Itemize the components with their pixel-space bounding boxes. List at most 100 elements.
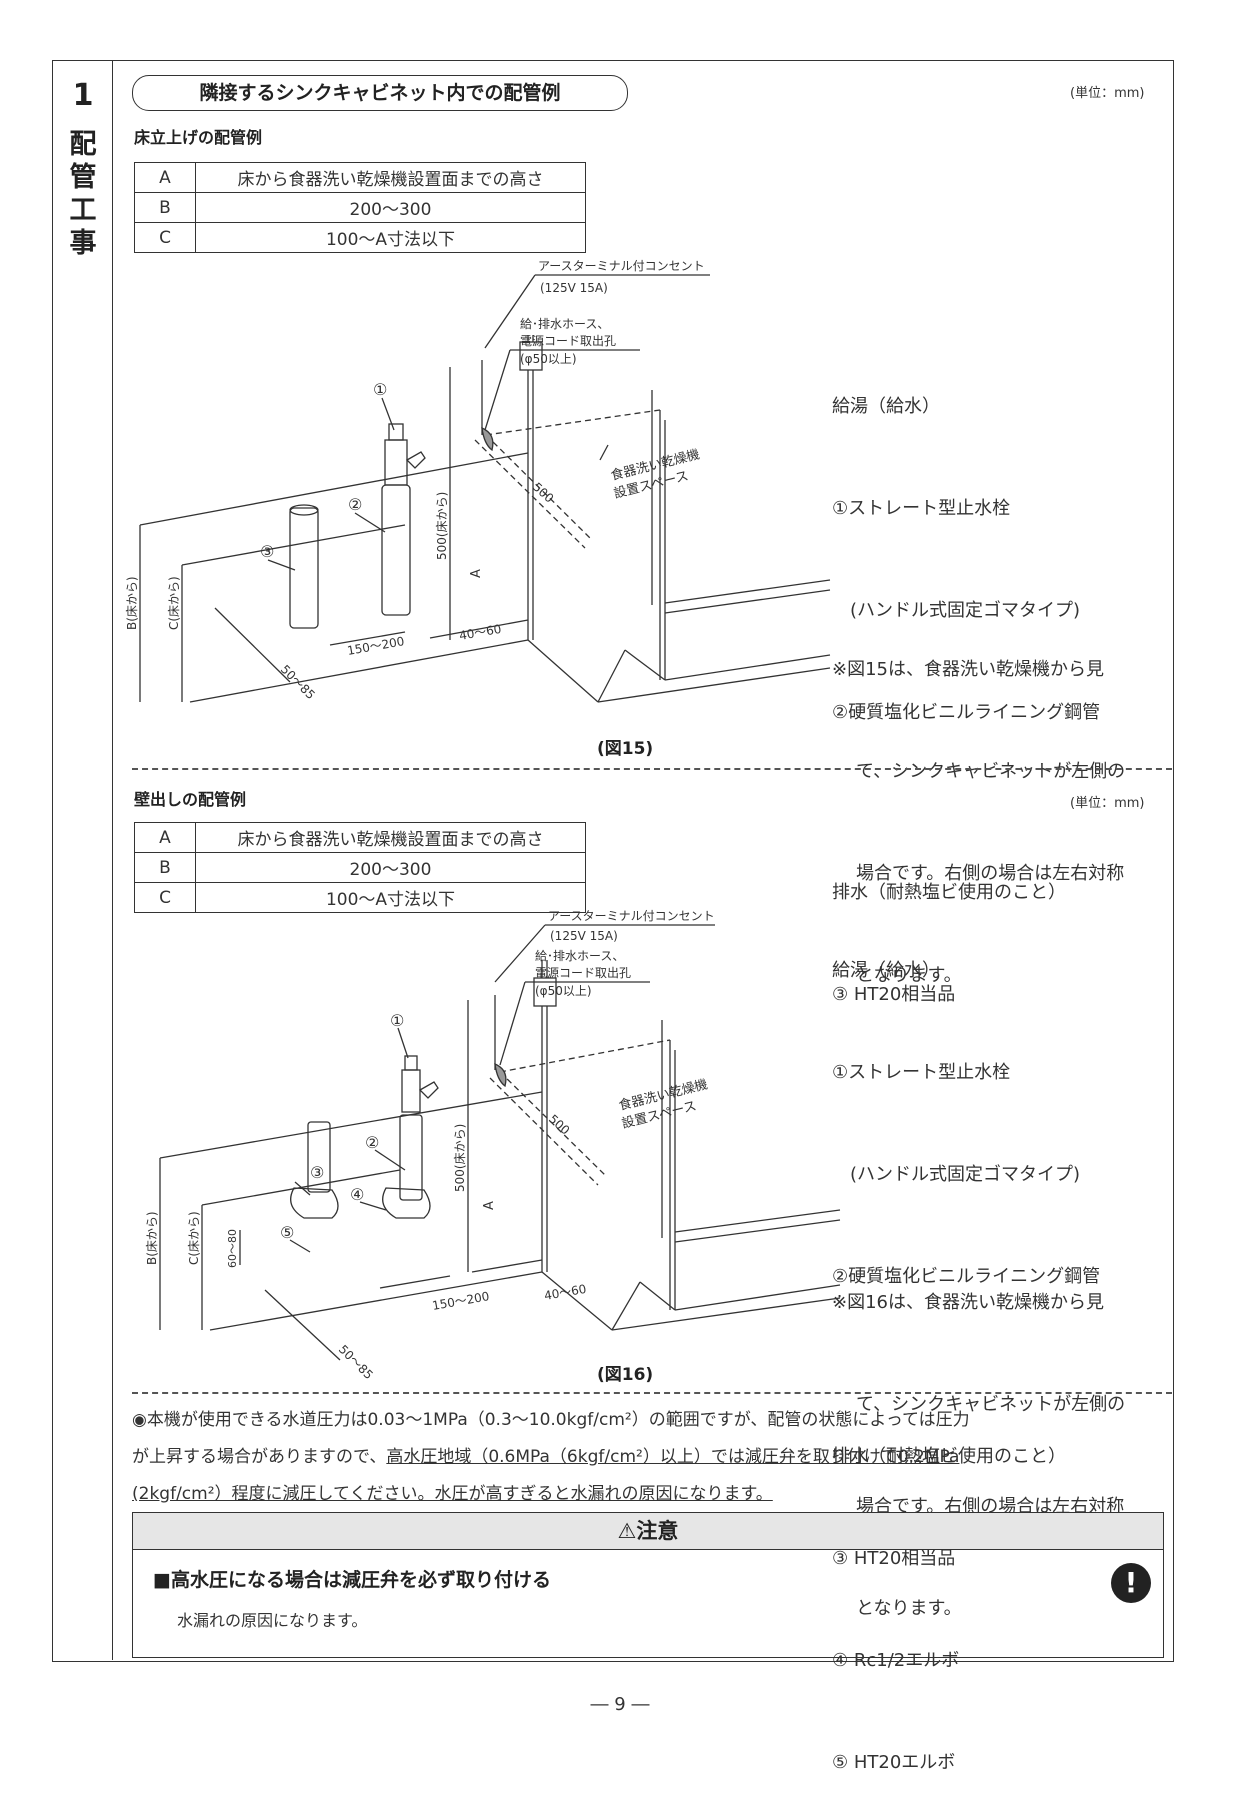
floor-legend: 給湯（給水） ①ストレート型止水栓 (ハンドル式固定ゴマタイプ) ②硬質塩化ビニ… (832, 322, 1100, 1046)
label-40-60: 40〜60 (458, 622, 502, 643)
label-n2: ② (348, 495, 362, 514)
chapter-title-text: 配管工事 (69, 129, 97, 259)
figure-15-diagram: ① ② ③ アースターミナル付コンセント (125V 15A) 給･排水ホース、… (125, 259, 831, 703)
table-key: B (134, 852, 196, 883)
table-key: B (134, 192, 196, 223)
table-value: 200〜300 (195, 852, 586, 883)
note-line: となります。 (856, 1598, 962, 1619)
label-b: B(床から) (145, 1211, 159, 1265)
chapter-number: 1 (72, 78, 94, 113)
caution-title: ■高水圧になる場合は減圧弁を必ず取り付ける (153, 1569, 551, 1591)
table-key: C (134, 882, 196, 913)
label-150-200: 150〜200 (431, 1289, 490, 1313)
section-divider (132, 1392, 1172, 1394)
label-n1: ① (373, 380, 387, 399)
notice-underline: 高水圧地域（0.6MPa（6kgf/cm²）以上）では減圧弁を取り付けて0.2M… (386, 1447, 960, 1467)
label-500-depth: 500 (546, 1112, 572, 1138)
pressure-notice: ◉本機が使用できる水道圧力は0.03〜1MPa（0.3〜10.0kgf/cm²）… (132, 1402, 1162, 1513)
wall-note: ※図16は、食器洗い乾燥機から見 て、シンクキャビネットが左側の 場合です。右側… (832, 1218, 1125, 1660)
label-hole-1: 給･排水ホース、 (535, 949, 624, 963)
label-n5: ⑤ (280, 1223, 294, 1242)
note-line: となります。 (856, 965, 962, 986)
note-line: 場合です。右側の場合は左右対称 (856, 863, 1125, 884)
legend-line: ②硬質塩化ビニルライニング鋼管 (832, 702, 1101, 723)
table-value: 200〜300 (195, 192, 586, 223)
legend-line: ③ HT20相当品 (832, 984, 956, 1005)
legend-line: (ハンドル式固定ゴマタイプ) (832, 1164, 1081, 1185)
legend-line: ④ Rc1/2エルボ (832, 1650, 960, 1671)
notice-text: が上昇する場合がありますので、 (132, 1447, 387, 1467)
notice-line-2: が上昇する場合がありますので、高水圧地域（0.6MPa（6kgf/cm²）以上）… (132, 1439, 1162, 1476)
table-value: 100〜A寸法以下 (195, 222, 586, 253)
label-500-height: 500(床から) (453, 1124, 467, 1192)
legend-line: 排水（耐熱塩ビ使用のこと） (832, 882, 1066, 903)
note-line: ※図16は、食器洗い乾燥機から見 (832, 1292, 1104, 1313)
table-value: 床から食器洗い乾燥機設置面までの高さ (195, 162, 586, 193)
caution-heading: ⚠注意 (133, 1513, 1163, 1550)
unit-label-2: (単位：mm) (1070, 796, 1145, 811)
section-title: 隣接するシンクキャビネット内での配管例 (132, 75, 628, 111)
legend-line: ①ストレート型止水栓 (832, 1062, 1011, 1083)
notice-line-1: ◉本機が使用できる水道圧力は0.03〜1MPa（0.3〜10.0kgf/cm²）… (132, 1410, 970, 1430)
label-b: B(床から) (125, 576, 139, 630)
caution-text: 水漏れの原因になります。 (177, 1611, 368, 1630)
label-n2: ② (365, 1133, 379, 1152)
note-line: て、シンクキャビネットが左側の (856, 1394, 1126, 1415)
label-a: A (469, 569, 484, 578)
notice-line-3: (2kgf/cm²）程度に減圧してください。水圧が高すぎると水漏れの原因になりま… (132, 1484, 773, 1504)
legend-line: 給湯（給水） (832, 960, 940, 981)
label-hole-2: 電源コード取出孔 (535, 966, 631, 980)
table-value: 100〜A寸法以下 (195, 882, 586, 913)
label-50-85: 50〜85 (278, 662, 318, 702)
label-n3: ③ (260, 542, 274, 561)
label-outlet-spec: (125V 15A) (540, 281, 608, 295)
table-key: A (134, 162, 196, 193)
label-n3: ③ (310, 1163, 324, 1182)
chapter-title: 配管工事 (66, 128, 100, 260)
legend-line: 排水（耐熱塩ビ使用のこと） (832, 1446, 1066, 1467)
label-n1: ① (390, 1011, 404, 1030)
section-divider (132, 768, 1172, 770)
page-frame (52, 60, 1174, 1662)
unit-label: (単位：mm) (1070, 86, 1145, 101)
legend-line: ⑤ HT20エルボ (832, 1752, 956, 1773)
page-number: ― 9 ― (590, 1694, 650, 1715)
legend-line: ①ストレート型止水栓 (832, 498, 1011, 519)
table-key: A (134, 822, 196, 853)
floor-subhead: 床立上げの配管例 (134, 128, 263, 147)
label-hole-3: (φ50以上) (520, 352, 577, 366)
figure-16-caption: (図16) (597, 1365, 654, 1385)
wall-subhead: 壁出しの配管例 (134, 790, 247, 809)
chapter-column (52, 60, 113, 1660)
figure-16-diagram: ① ② ③ ④ ⑤ アースターミナル付コンセント (125V 15A) 給･排水… (145, 909, 841, 1382)
floor-note: ※図15は、食器洗い乾燥機から見 て、シンクキャビネットが左側の 場合です。右側… (832, 585, 1125, 1027)
label-outlet: アースターミナル付コンセント (538, 259, 705, 273)
label-outlet: アースターミナル付コンセント (548, 909, 715, 923)
label-hole-1: 給･排水ホース、 (520, 317, 609, 331)
exclamation-icon: ! (1111, 1563, 1151, 1603)
label-n4: ④ (350, 1185, 364, 1204)
legend-line: 給湯（給水） (832, 396, 940, 417)
label-hole-2: 電源コード取出孔 (520, 334, 616, 348)
table-key: C (134, 222, 196, 253)
label-40-60: 40〜60 (543, 1282, 587, 1303)
figure-15-caption: (図15) (597, 739, 654, 759)
label-outlet-spec: (125V 15A) (550, 929, 618, 943)
table-value: 床から食器洗い乾燥機設置面までの高さ (195, 822, 586, 853)
note-line: て、シンクキャビネットが左側の (856, 761, 1126, 782)
note-line: ※図15は、食器洗い乾燥機から見 (832, 659, 1104, 680)
legend-line: ②硬質塩化ビニルライニング鋼管 (832, 1266, 1101, 1287)
label-c: C(床から) (167, 576, 181, 630)
label-50-85: 50〜85 (336, 1342, 376, 1382)
label-60-80: 60〜80 (226, 1229, 239, 1268)
label-a: A (482, 1201, 497, 1210)
label-hole-3: (φ50以上) (535, 984, 592, 998)
legend-line: (ハンドル式固定ゴマタイプ) (832, 600, 1081, 621)
